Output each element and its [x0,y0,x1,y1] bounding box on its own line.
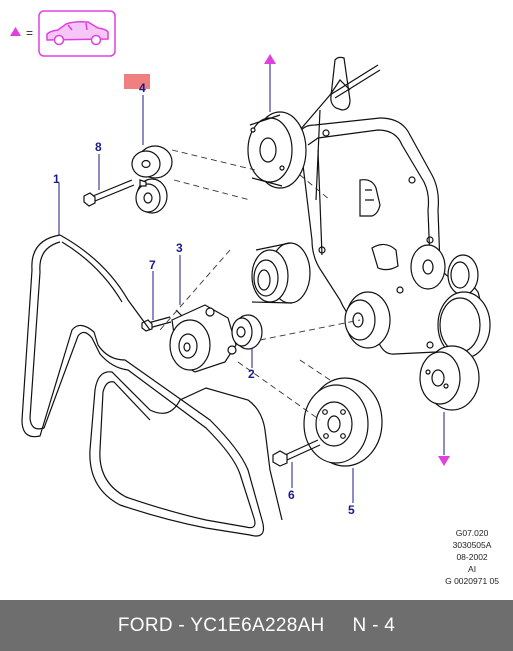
belt-tensioner [169,304,237,373]
callout-4: 4 [139,81,146,95]
alternator-pulley [247,111,307,189]
drawing-reference: G07.020 3030505A 08-2002 AI G 0020971 05 [445,527,499,587]
legend: = [10,10,116,57]
ref-line-2: 3030505A [452,540,492,550]
sedan-car-icon [46,21,109,46]
callout-1: 1 [53,172,60,186]
alternator-marker-icon [264,54,276,64]
engine-block [299,56,481,355]
tensioner-pulley [131,145,173,214]
lower-pulley-marker-icon [438,456,450,466]
highlight-marker [124,74,150,89]
callout-6: 6 [288,488,295,502]
belt-drive-diagram: = [10,10,491,537]
bolt-8 [83,179,135,207]
legend-equals: = [26,26,33,40]
leader-lines [58,64,445,503]
callout-3: 3 [176,241,183,255]
callout-2: 2 [248,367,255,381]
ref-line-4: AI [468,564,477,574]
poly-v-belt [21,234,283,537]
callout-8: 8 [95,140,102,154]
ref-line-1: G07.020 [455,528,489,538]
steering-pump [251,242,311,304]
footer-spacer [325,615,353,637]
footer-part-number: FORD - YC1E6A228AH [117,614,325,636]
idler-pulley [231,314,263,350]
water-pump-pulley [410,244,479,296]
crankshaft-pulley [303,377,383,467]
bolt-7 [141,316,172,332]
lower-right-pulley [419,345,480,411]
callout-5: 5 [348,503,355,517]
construction-lines [159,149,361,421]
footer-position: N - 4 [352,614,396,636]
part-number-footer: FORD - YC1E6A228AH N - 4 [0,600,513,651]
legend-marker-icon [10,27,21,36]
center-engine-pulley [344,291,391,349]
ref-line-5: G 0020971 05 [445,576,499,586]
bolt-6 [272,439,321,467]
callout-7: 7 [149,258,156,272]
ref-line-3: 08-2002 [456,552,488,562]
